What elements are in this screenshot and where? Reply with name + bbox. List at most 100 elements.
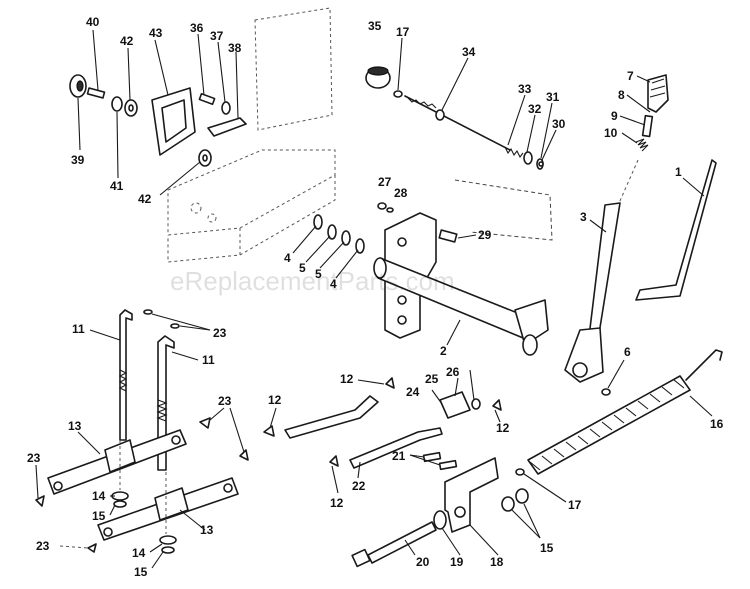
rod-34 xyxy=(404,95,511,151)
callout-7: 7 xyxy=(627,69,634,83)
washer-37 xyxy=(221,101,231,115)
handle-guide-43 xyxy=(151,87,196,156)
callout-23: 23 xyxy=(218,394,232,408)
callout-4: 4 xyxy=(330,277,337,291)
washer-19 xyxy=(433,510,461,556)
callout-14: 14 xyxy=(132,546,146,560)
callout-16: 16 xyxy=(710,417,724,431)
callout-11: 11 xyxy=(72,322,85,336)
callout-17: 17 xyxy=(568,498,582,512)
callout-4: 4 xyxy=(284,251,291,265)
callout-18: 18 xyxy=(490,555,504,569)
leaders-grip xyxy=(615,75,651,211)
callout-41: 41 xyxy=(110,179,124,193)
clips-23 xyxy=(35,309,249,553)
callout-24: 24 xyxy=(406,385,420,399)
leaders-top-mid xyxy=(397,37,557,161)
bolt-40 xyxy=(86,87,106,99)
callout-37: 37 xyxy=(210,29,224,43)
bolt-36 xyxy=(198,92,216,106)
callout-labels: 40 42 43 36 37 38 39 41 42 35 17 34 33 3… xyxy=(27,15,724,579)
bracket-18 xyxy=(444,457,499,556)
callout-12: 12 xyxy=(268,393,282,407)
clip-38 xyxy=(207,117,247,137)
callout-10: 10 xyxy=(604,126,618,140)
callout-35: 35 xyxy=(368,19,382,33)
bolt-27-28 xyxy=(377,202,394,213)
callout-21: 21 xyxy=(392,449,406,463)
yoke-24-25-26 xyxy=(431,369,481,419)
screw-6 xyxy=(601,359,625,396)
callout-5: 5 xyxy=(315,267,322,281)
washer-32 xyxy=(523,151,533,165)
callout-34: 34 xyxy=(462,45,476,59)
callout-32: 32 xyxy=(528,102,542,116)
callout-14: 14 xyxy=(92,489,106,503)
bar-13b xyxy=(97,477,239,541)
washers-4-5 xyxy=(292,214,365,279)
bar-13a xyxy=(47,429,187,495)
knob-35 xyxy=(365,66,391,89)
callout-12: 12 xyxy=(340,372,354,386)
clip-17a xyxy=(393,90,403,98)
callout-13: 13 xyxy=(200,523,214,537)
pin-8-9 xyxy=(641,114,654,138)
leaders-left-top xyxy=(77,29,239,196)
callout-39: 39 xyxy=(71,153,85,167)
callout-26: 26 xyxy=(446,365,460,379)
callout-38: 38 xyxy=(228,41,242,55)
callout-11: 11 xyxy=(202,353,215,367)
callout-36: 36 xyxy=(190,21,204,35)
mount-outline xyxy=(454,179,553,241)
watermark-text: eReplacementParts.com xyxy=(170,266,455,296)
nuts-15 xyxy=(501,488,541,539)
callout-3: 3 xyxy=(580,210,587,224)
clip-17b xyxy=(515,468,567,503)
callout-17: 17 xyxy=(396,25,410,39)
spring-16 xyxy=(527,349,723,475)
callout-40: 40 xyxy=(86,15,100,29)
lever-3 xyxy=(564,202,621,383)
j-bolt-11a xyxy=(89,309,133,441)
callout-42: 42 xyxy=(120,34,134,48)
callout-31: 31 xyxy=(546,90,560,104)
callout-6: 6 xyxy=(624,345,631,359)
callout-2: 2 xyxy=(440,344,447,358)
callout-15: 15 xyxy=(134,565,148,579)
spring-33 xyxy=(504,146,524,159)
callout-43: 43 xyxy=(149,26,163,40)
washer-42a xyxy=(124,99,138,117)
callout-28: 28 xyxy=(394,186,408,200)
callout-20: 20 xyxy=(416,555,430,569)
callout-8: 8 xyxy=(618,88,625,102)
callout-15: 15 xyxy=(540,541,554,555)
callout-19: 19 xyxy=(450,555,464,569)
callout-33: 33 xyxy=(518,82,532,96)
callout-23: 23 xyxy=(36,539,50,553)
callout-15: 15 xyxy=(92,509,106,523)
rod-1 xyxy=(635,159,717,301)
callout-22: 22 xyxy=(352,479,366,493)
callout-23: 23 xyxy=(213,326,227,340)
callout-23: 23 xyxy=(27,451,41,465)
callout-42: 42 xyxy=(138,192,152,206)
spring-10 xyxy=(635,138,649,152)
callout-27: 27 xyxy=(378,175,392,189)
callout-12: 12 xyxy=(330,496,344,510)
callout-5: 5 xyxy=(299,261,306,275)
chassis-frame-outline xyxy=(167,7,336,263)
knob-39 xyxy=(69,74,87,98)
callout-25: 25 xyxy=(425,372,439,386)
washer-30 xyxy=(538,161,544,167)
bolts-21 xyxy=(409,451,458,471)
callout-1: 1 xyxy=(675,165,682,179)
shaft-assembly-2 xyxy=(373,212,549,356)
clips-12 xyxy=(263,377,502,494)
washers-14-15 xyxy=(109,440,177,569)
callout-12: 12 xyxy=(496,421,510,435)
washer-42b xyxy=(198,149,212,167)
washer-41 xyxy=(111,96,123,112)
grip-7 xyxy=(647,74,669,113)
bolt-20 xyxy=(351,521,437,568)
